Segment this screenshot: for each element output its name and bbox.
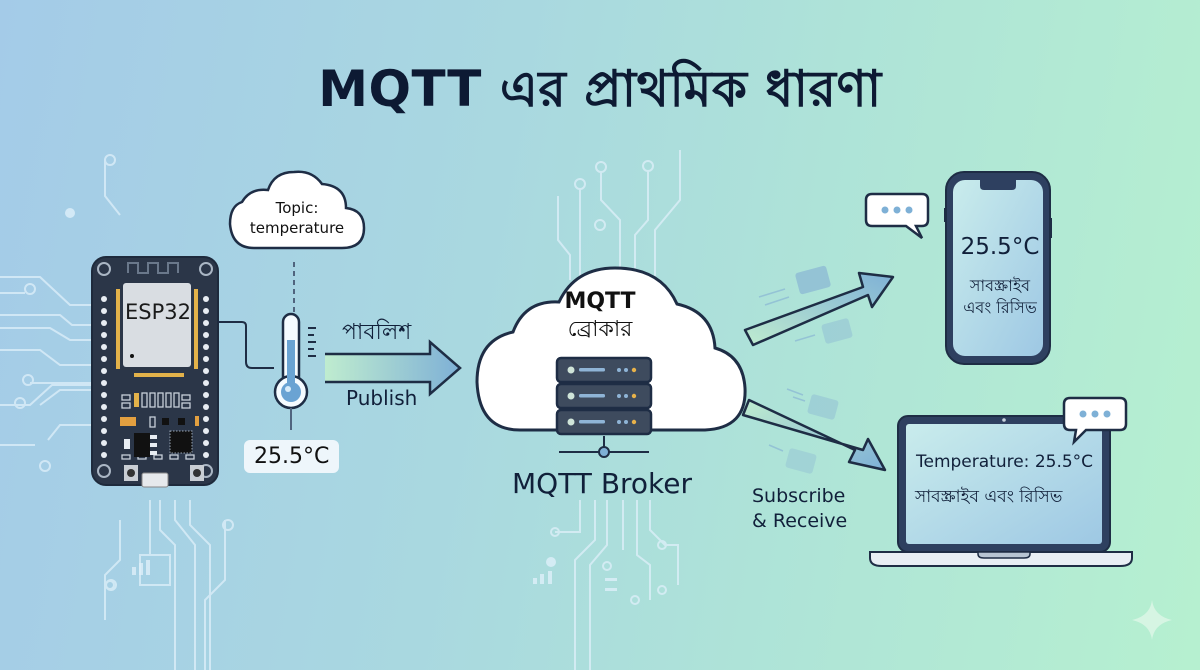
- phone-text-line1: সাবস্ক্রাইব: [969, 276, 1031, 295]
- page-title: MQTT এর প্রাথমিক ধারণা: [318, 60, 882, 118]
- subscribe-label: Subscribe & Receive: [752, 484, 847, 534]
- topic-dashed-line: [293, 262, 295, 312]
- laptop-text: সাবস্ক্রাইব এবং রিসিভ: [915, 487, 1063, 507]
- esp32-label: ESP32: [125, 300, 191, 324]
- publish-label-en: Publish: [346, 386, 418, 410]
- phone: [944, 171, 1052, 365]
- publish-label-bn: পাবলিশ: [342, 320, 412, 345]
- topic-name: temperature: [249, 219, 345, 237]
- laptop: [869, 415, 1133, 567]
- broker-cloud-line2: ব্রোকার: [567, 317, 633, 342]
- broker-cloud-line1: MQTT: [564, 289, 636, 314]
- esp32-board: [91, 256, 219, 488]
- sensor-value-box: 25.5°C: [244, 440, 340, 473]
- laptop-chat-bubble-icon: [1062, 396, 1128, 446]
- topic-label: Topic:: [275, 199, 319, 217]
- phone-text: সাবস্ক্রাইব এবং রিসিভ: [955, 275, 1045, 319]
- topic-cloud: [228, 170, 366, 250]
- laptop-value: Temperature: 25.5°C: [916, 452, 1094, 472]
- phone-value: 25.5°C: [960, 234, 1040, 260]
- server-icon: [555, 356, 653, 458]
- phone-text-line2: এবং রিসিভ: [963, 298, 1037, 317]
- broker-caption: MQTT Broker: [512, 467, 693, 500]
- topic-cloud-text: Topic: temperature: [234, 198, 360, 238]
- subscribe-label-line2: & Receive: [752, 510, 848, 532]
- thermometer-icon: [273, 312, 316, 430]
- phone-chat-bubble-icon: [864, 192, 930, 239]
- subscribe-label-line1: Subscribe: [752, 485, 846, 507]
- sensor-wire: [218, 321, 274, 369]
- broker-cloud-text: MQTT ব্রোকার: [540, 288, 660, 344]
- subscribe-arrows: [741, 265, 895, 474]
- broker-cloud: [475, 266, 747, 432]
- sparkle-icon: [1132, 600, 1172, 640]
- publish-arrow: [325, 339, 462, 397]
